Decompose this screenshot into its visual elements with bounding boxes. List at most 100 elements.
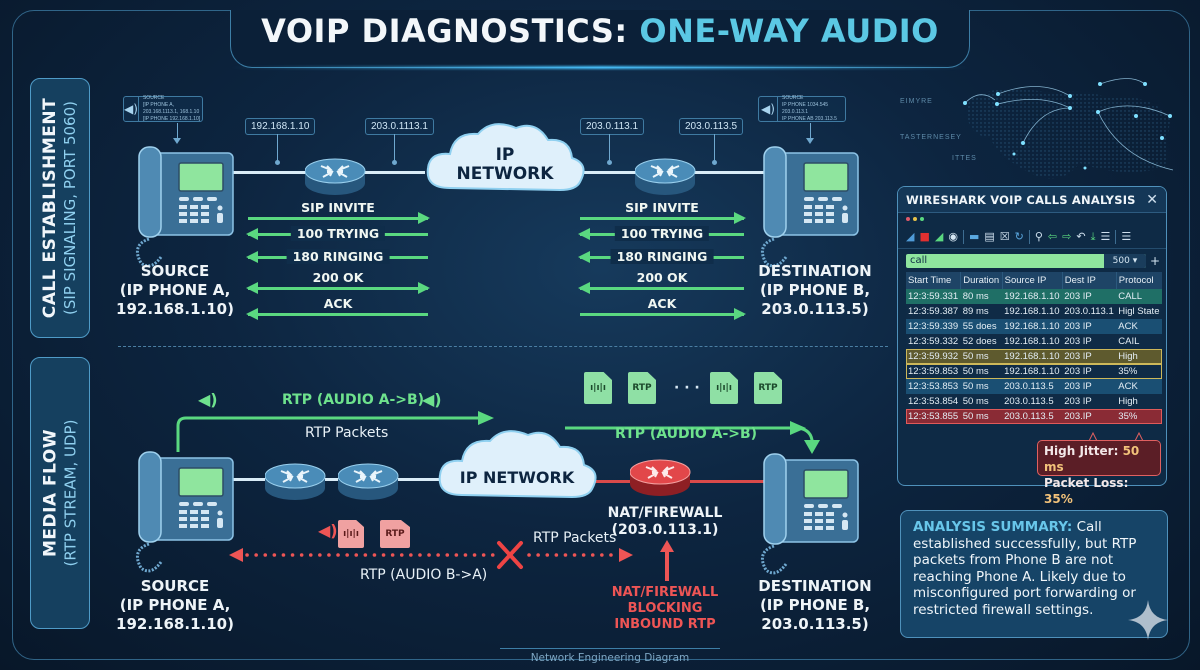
table-cell: 203.0.113.5 [1002, 379, 1063, 394]
info-line: SOURCE [782, 95, 804, 101]
column-header[interactable]: Protocol [1116, 272, 1162, 289]
sip-message-invite: SIP INVITE [248, 200, 430, 226]
close-dot[interactable] [906, 217, 910, 221]
back-icon[interactable]: ⇦ [1047, 230, 1058, 243]
ip-network-label: IP NETWORK [425, 146, 585, 184]
ip-label-dot [275, 160, 280, 165]
sip-message-trying: 100 TRYING [578, 224, 744, 242]
jump-icon[interactable]: ↶ [1076, 230, 1086, 243]
ip-network-label: IP NETWORK [459, 468, 575, 487]
table-cell: 203 IP [1062, 334, 1117, 349]
blocked-x-icon [497, 541, 523, 569]
rtp-b-to-a-label: RTP (AUDIO B->A) [360, 567, 488, 583]
footer-tab [500, 648, 720, 670]
reload-icon[interactable]: ↻ [1014, 230, 1024, 243]
table-header-row: Start Time Duration Source IP Dest IP Pr… [906, 272, 1162, 289]
jitter-label: High Jitter: [1044, 444, 1119, 458]
table-cell: 12:3:59.932 [906, 349, 961, 364]
table-cell: 12:3:59.331 [906, 289, 961, 304]
close-file-icon[interactable]: ☒ [999, 230, 1010, 243]
table-cell: 192.168.1.10 [1002, 319, 1063, 334]
close-icon[interactable]: ✕ [1146, 191, 1158, 208]
filter-limit-select[interactable]: 500 ▾ [1103, 254, 1146, 268]
label-line: (IP PHONE A, [119, 281, 231, 299]
audio-packet-icon: ı|ı|ı [338, 520, 364, 548]
stop-icon[interactable]: ■ [919, 230, 930, 243]
router-icon [265, 463, 326, 501]
sip-message-ringing: 180 RINGING [246, 247, 428, 265]
speaker-icon: ◀) [124, 97, 139, 121]
info-line: IP PHONE 1034.545 203.0.113.1 [782, 102, 829, 115]
info-pointer-line [810, 123, 811, 141]
map-connections [964, 78, 1174, 171]
toolbar-separator [1028, 229, 1030, 244]
folder-icon[interactable]: ▬ [968, 230, 980, 243]
sip-message-trying: 100 TRYING [246, 224, 428, 242]
table-cell: High [1116, 349, 1162, 364]
ip-phone-b-icon [760, 452, 860, 575]
options-icon[interactable]: ◉ [948, 230, 958, 243]
rtp-packet-icon: RTP [628, 372, 656, 404]
label-line: NAT/FIREWALL [607, 505, 723, 521]
table-cell: 89 ms [960, 304, 1003, 319]
label-line: (203.0.113.1) [611, 522, 719, 538]
columns-icon[interactable]: ☰ [1121, 230, 1132, 243]
display-filter-input[interactable]: call 500 ▾ [906, 254, 1146, 268]
title-tab [230, 10, 970, 68]
rtp-a-to-b-label: RTP (AUDIO A->B) [615, 426, 758, 442]
search-icon[interactable]: ⚲ [1034, 230, 1043, 243]
section-title: CALL ESTABLISHMENT [40, 97, 61, 319]
packet-ellipsis: · · · [674, 380, 700, 396]
tooltip-pointers [1088, 431, 1144, 441]
audio-packet-icon: ı|ı|ı [710, 372, 738, 404]
forward-icon[interactable]: ⇨ [1062, 230, 1072, 243]
source-phone-label: SOURCE (IP PHONE A, 192.168.1.10) [110, 577, 240, 634]
column-header[interactable]: Source IP [1002, 272, 1063, 289]
label-line: (IP PHONE A, [119, 596, 231, 614]
column-header[interactable]: Start Time [906, 272, 962, 289]
section-subtitle: (SIP SIGNALING, PORT 5060) [61, 101, 80, 315]
map-label: ITTES [952, 155, 977, 162]
save-icon[interactable]: ▤ [984, 230, 995, 243]
download-icon[interactable]: ⤓ [1090, 229, 1096, 243]
table-cell: 35% [1116, 409, 1162, 424]
table-cell: 203 IP [1062, 394, 1117, 409]
list-icon[interactable]: ☰ [1100, 230, 1111, 243]
router-icon [305, 158, 366, 196]
label-line: 203.0.113.5) [761, 300, 869, 318]
table-cell: 50 ms [960, 379, 1003, 394]
restart-icon[interactable]: ◢ [934, 230, 944, 243]
rtp-a-to-b-flow [176, 411, 820, 454]
wireshark-panel: WIRESHARK VOIP CALLS ANALYSIS ✕ ◢ ■ ◢ ◉ … [897, 186, 1167, 486]
rtp-packets-label: RTP Packets [533, 530, 617, 546]
jitter-value: 50 ms [1044, 444, 1140, 474]
shark-fin-icon[interactable]: ◢ [906, 230, 915, 243]
sip-message-ack: ACK [246, 296, 428, 322]
map-nodes [963, 82, 1172, 170]
maximize-dot[interactable] [920, 217, 924, 221]
minimize-dot[interactable] [913, 217, 917, 221]
label-line: SOURCE [140, 577, 210, 595]
column-header[interactable]: Dest IP [1062, 272, 1117, 289]
add-filter-button[interactable]: + [1149, 254, 1160, 268]
map-label: TASTERNESEY [900, 134, 962, 141]
speaker-icon: ◀) [198, 390, 218, 409]
info-line: SOURCE [142, 95, 165, 101]
table-cell: 12:3:59.339 [906, 319, 961, 334]
table-cell: 12:3:53.854 [906, 394, 961, 409]
rtp-flow-line [176, 416, 480, 452]
destination-phone-label: DESTINATION (IP PHONE B, 203.0.113.5) [745, 262, 885, 319]
column-header[interactable]: Duration [960, 272, 1003, 289]
speaker-icon: ◀) [422, 390, 442, 409]
label-line: DESTINATION [758, 262, 872, 280]
label-line: 192.168.1.10) [116, 615, 234, 633]
